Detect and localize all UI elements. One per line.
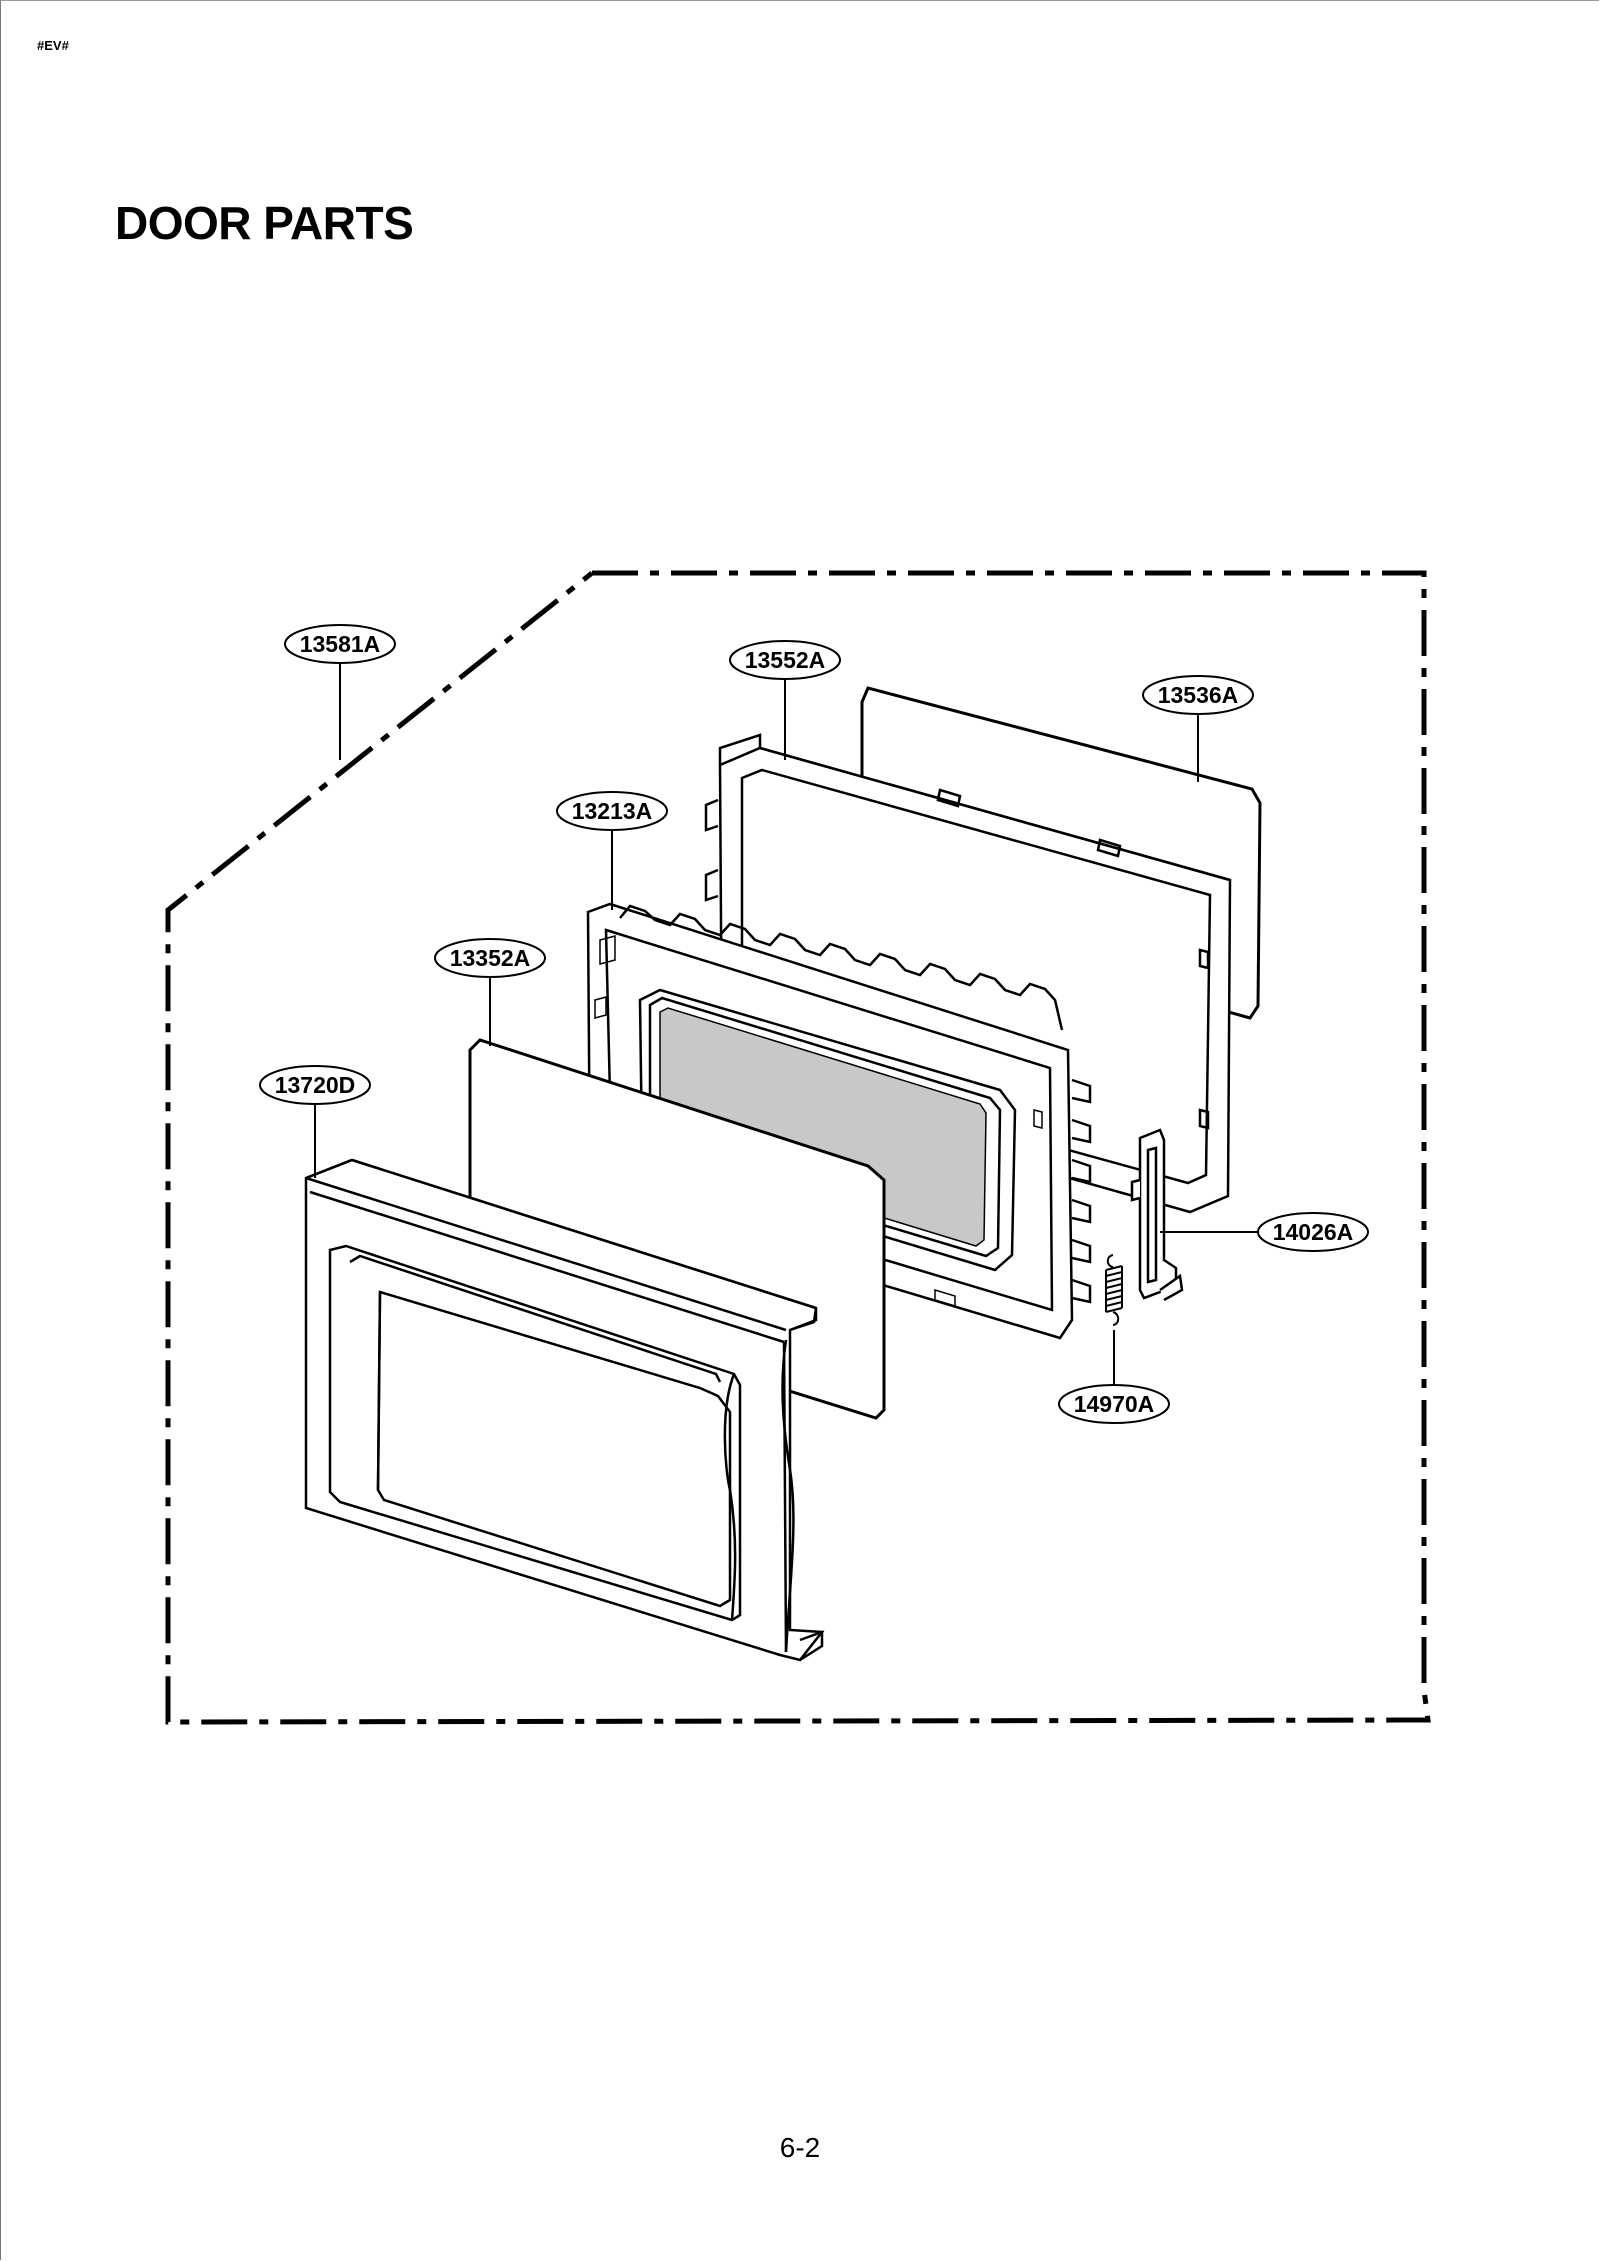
callout-13213A: 13213A	[556, 791, 668, 831]
callout-13581A: 13581A	[284, 624, 396, 664]
callout-13720D: 13720D	[259, 1065, 371, 1105]
svg-text:13352A: 13352A	[450, 945, 531, 971]
svg-text:14970A: 14970A	[1074, 1391, 1155, 1417]
page-number: 6-2	[779, 2132, 821, 2163]
svg-text:13213A: 13213A	[572, 798, 653, 824]
svg-text:13720D: 13720D	[275, 1072, 356, 1098]
document-code: #EV#	[37, 38, 69, 53]
assembly-boundary	[165, 570, 1431, 1725]
callout-14026A: 14026A	[1257, 1212, 1369, 1252]
svg-text:14026A: 14026A	[1273, 1219, 1354, 1245]
door-front-part	[304, 1158, 825, 1662]
callout-14970A: 14970A	[1058, 1384, 1170, 1424]
svg-text:13581A: 13581A	[300, 631, 381, 657]
spring-part	[1105, 1254, 1123, 1326]
svg-text:13536A: 13536A	[1158, 682, 1239, 708]
callout-13352A: 13352A	[434, 938, 546, 978]
callout-13552A: 13552A	[729, 640, 841, 680]
page-title: DOOR PARTS	[115, 197, 414, 249]
svg-text:13552A: 13552A	[745, 647, 826, 673]
latch-key-part	[1130, 1128, 1184, 1302]
callout-13536A: 13536A	[1142, 675, 1254, 715]
leader-lines	[314, 662, 1258, 1385]
